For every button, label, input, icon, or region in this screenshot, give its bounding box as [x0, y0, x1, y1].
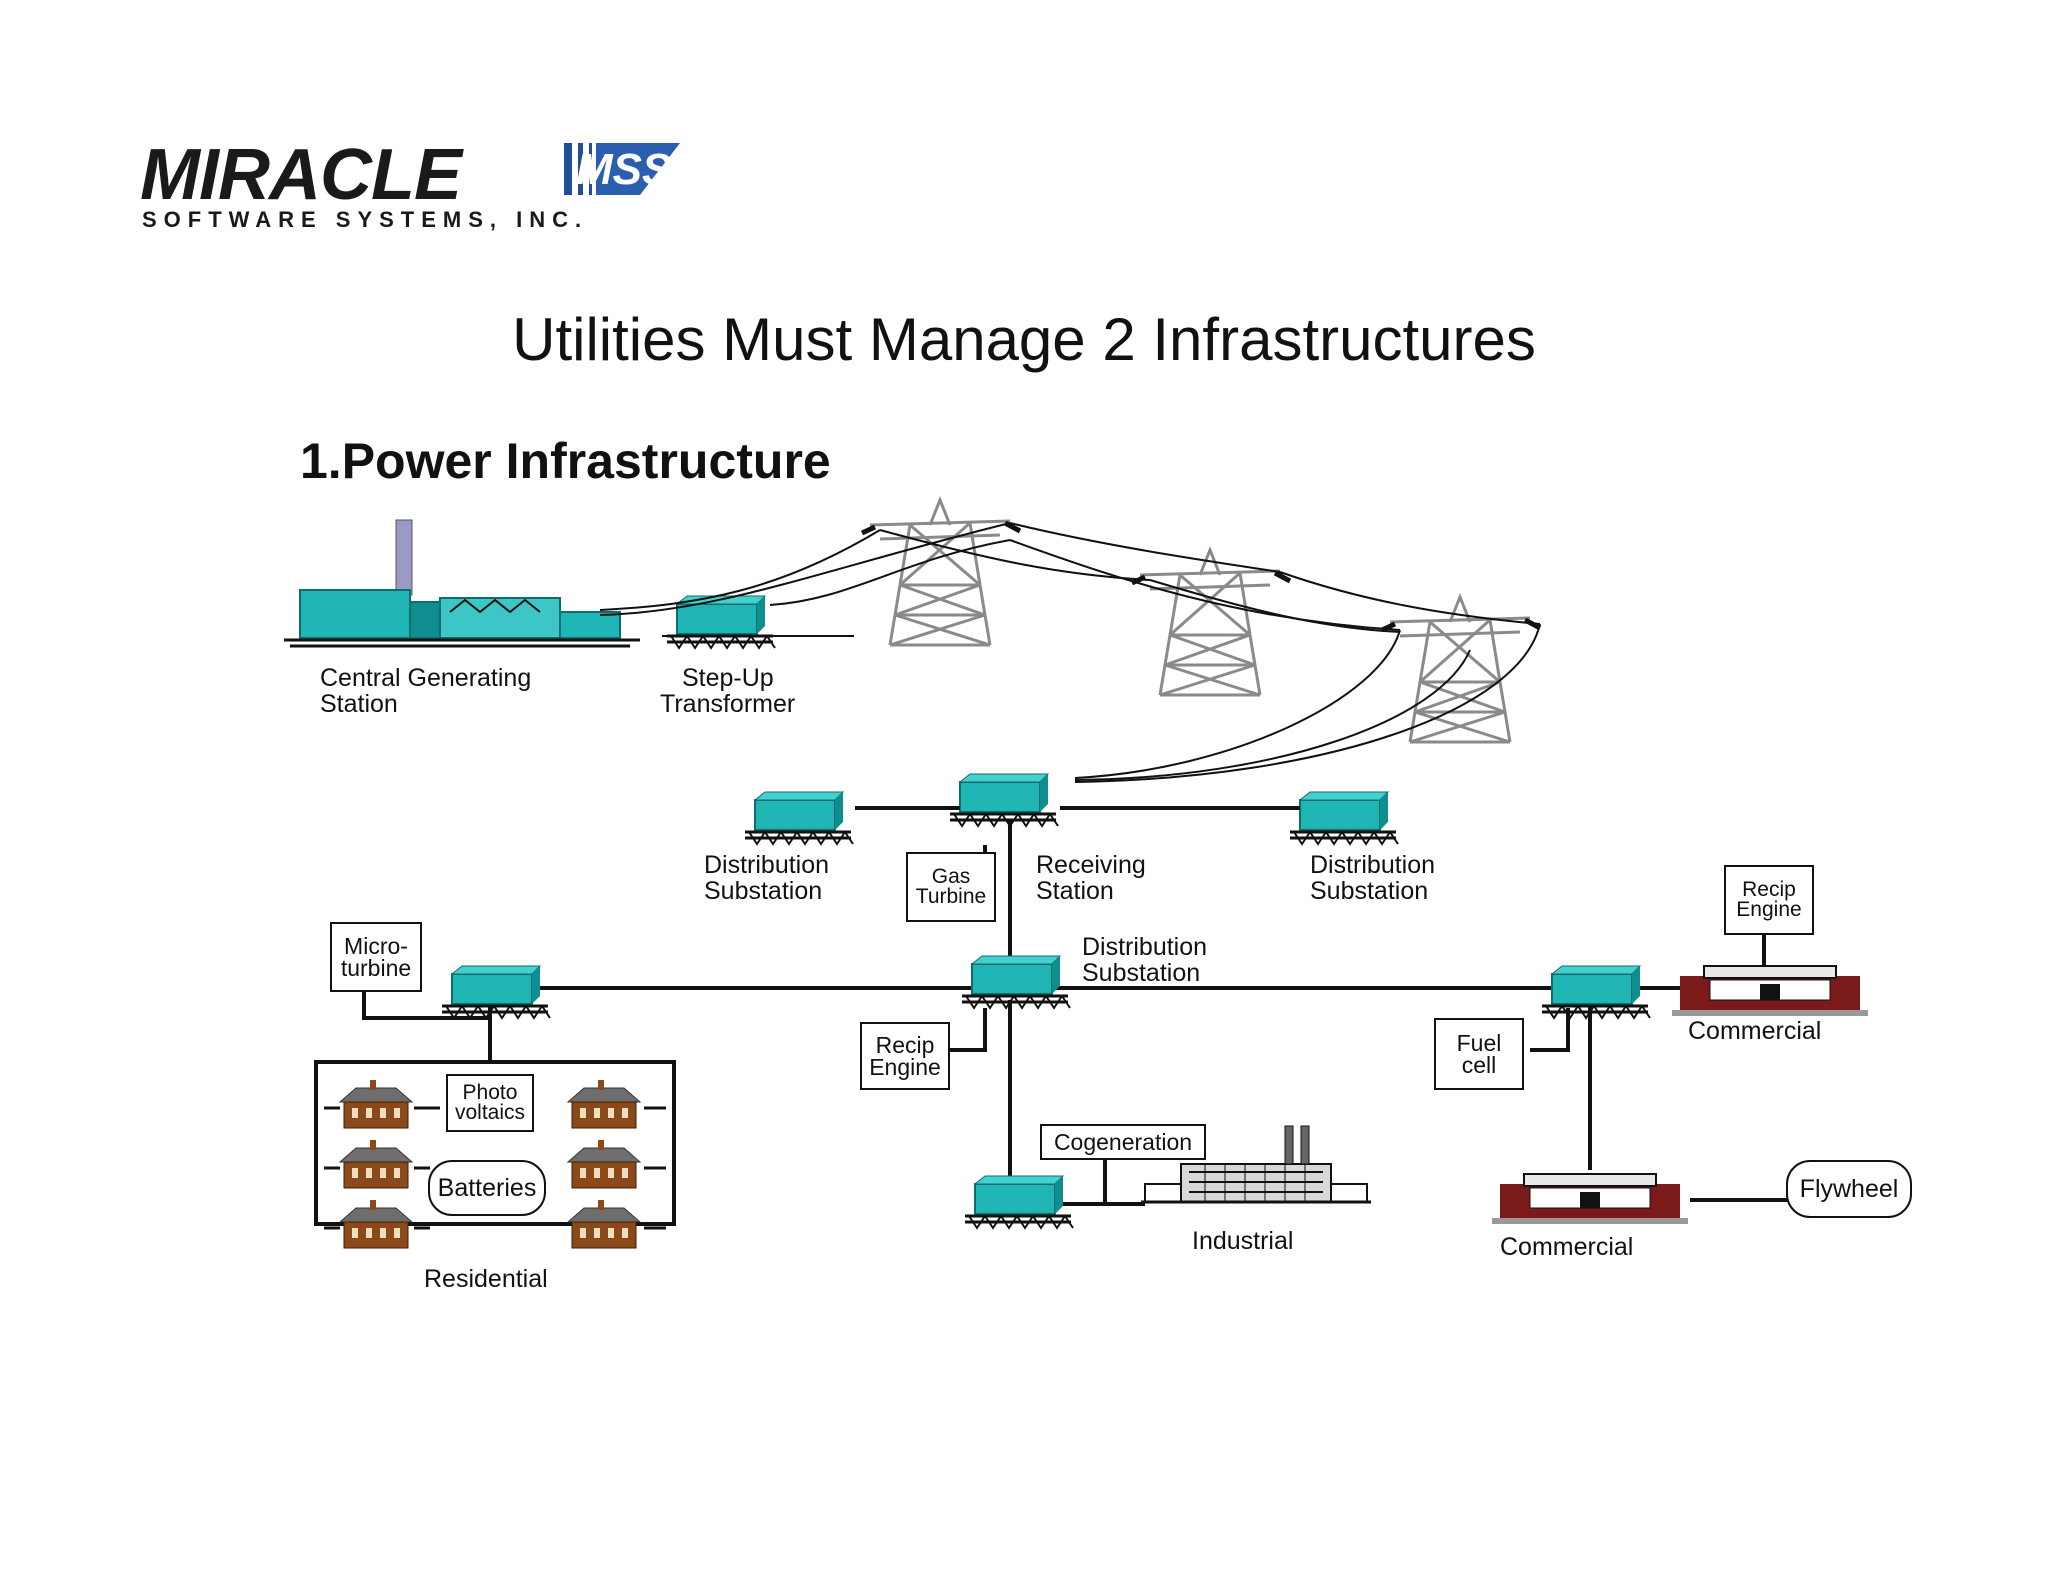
label-commercial-right: Commercial [1688, 1017, 1822, 1045]
logo-mss: MSS [576, 145, 672, 194]
label-residential: Residential [424, 1265, 548, 1293]
commercial-substation-icon [1540, 964, 1652, 1020]
label-industrial: Industrial [1192, 1227, 1294, 1255]
logo-tagline: SOFTWARE SYSTEMS, INC. [142, 207, 589, 232]
company-logo: MIRACLE MSS SOFTWARE SYSTEMS, INC. [140, 135, 680, 235]
transmission-tower-2-icon [1132, 550, 1290, 695]
residential-wiring [324, 1106, 666, 1230]
house-icon [567, 1139, 641, 1189]
receiving-station-icon [948, 772, 1060, 828]
step-up-transformer-icon [665, 594, 777, 650]
logo-wordmark: MIRACLE [140, 135, 462, 215]
house-icon [567, 1079, 641, 1129]
transmission-tower-3-icon [1382, 597, 1540, 742]
distribution-substation-left-icon [743, 790, 855, 846]
house-icon [339, 1139, 413, 1189]
central-generating-station-icon [284, 519, 640, 648]
commercial-bottom-icon [1491, 1173, 1689, 1225]
logo-mark-shape [564, 143, 680, 195]
cogeneration-box: Cogeneration [1040, 1124, 1206, 1160]
distribution-substation-center-icon [960, 954, 1072, 1010]
label-commercial-bottom: Commercial [1500, 1233, 1634, 1261]
commercial-right-icon [1671, 965, 1869, 1017]
residential-box [314, 1060, 676, 1226]
transmission-lines [599, 522, 1541, 783]
microturbine-substation-icon [440, 964, 552, 1020]
house-icon [567, 1199, 641, 1249]
batteries-box: Batteries [428, 1160, 546, 1216]
flywheel-box: Flywheel [1786, 1160, 1912, 1218]
house-icon [339, 1079, 413, 1129]
transmission-tower-1-icon [862, 500, 1020, 645]
section-title: 1.Power Infrastructure [300, 433, 831, 489]
house-icon [339, 1199, 413, 1249]
industrial-substation-icon [963, 1174, 1075, 1230]
distribution-substation-right-icon [1288, 790, 1400, 846]
micro-turbine-box: Micro-turbine [330, 922, 422, 992]
page-title: Utilities Must Manage 2 Infrastructures [512, 306, 1536, 373]
